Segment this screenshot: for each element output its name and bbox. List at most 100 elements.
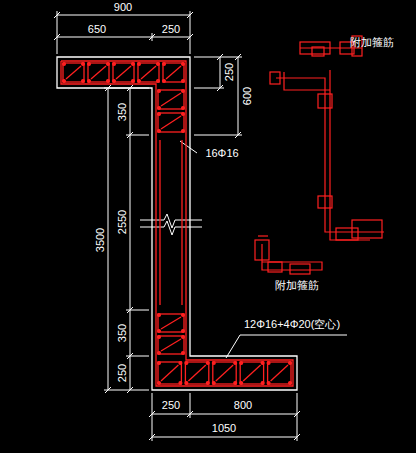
hollow-hatch	[91, 66, 106, 79]
stirrup-leg	[262, 244, 322, 270]
hollow-hatch	[188, 365, 205, 381]
rebar-bar	[63, 63, 66, 66]
hollow-cell	[113, 63, 134, 82]
rebar-bar	[138, 80, 141, 83]
rebar-bar	[138, 63, 141, 66]
rebar-bar	[182, 352, 185, 355]
dimension-text: 650	[88, 24, 106, 35]
dimension-line	[152, 414, 297, 415]
rebar-bar	[158, 90, 161, 93]
rebar-bar	[113, 63, 116, 66]
hollow-cell	[213, 362, 236, 384]
rebar-bar	[132, 80, 135, 83]
dimension-tick	[149, 34, 155, 40]
extension-line	[126, 310, 149, 311]
hollow-hatch	[161, 365, 178, 381]
hollow-cell	[163, 63, 184, 82]
rebar-bar	[88, 63, 91, 66]
rebar-bar	[82, 63, 85, 66]
hollow-cell	[158, 113, 184, 132]
extension-line	[194, 57, 242, 58]
wall-outline	[57, 57, 297, 390]
rebar-bar	[182, 330, 185, 333]
hollow-cell	[63, 63, 84, 82]
rebar-callout: 16Φ16	[205, 148, 238, 159]
hollow-hatch	[161, 339, 181, 351]
dimension-text: 250	[162, 400, 180, 411]
rebar-bar	[182, 63, 185, 66]
stirrup-tie	[290, 264, 310, 274]
rebar-bar	[185, 362, 188, 365]
hollow-hatch	[116, 66, 131, 79]
detail-label: 附加箍筋	[275, 280, 319, 291]
rebar-bar	[289, 362, 292, 365]
hollow-hatch	[161, 317, 181, 329]
stirrup-leg	[330, 70, 370, 240]
hollow-cell	[88, 63, 109, 82]
hollow-cell	[158, 90, 184, 109]
hollow-hatch	[66, 66, 81, 79]
extension-line	[194, 88, 224, 89]
rebar-bar	[107, 63, 110, 66]
rebar-bar	[240, 362, 243, 365]
rebar-bar	[158, 382, 161, 385]
rebar-bar	[132, 63, 135, 66]
rebar-bar	[261, 362, 264, 365]
hollow-hatch	[141, 66, 156, 79]
extension-line	[152, 393, 153, 441]
hollow-cell	[158, 314, 184, 332]
stirrup-leg	[258, 235, 268, 236]
rebar-layout	[61, 61, 293, 386]
rebar-bar	[212, 382, 215, 385]
rebar-bar	[82, 80, 85, 83]
rebar-bar	[182, 80, 185, 83]
hollow-cell	[158, 336, 184, 354]
break-line	[140, 221, 202, 235]
rebar-bar	[158, 130, 161, 133]
rebar-bar	[185, 382, 188, 385]
rebar-bar	[182, 90, 185, 93]
rebar-bar	[182, 314, 185, 317]
rebar-bar	[179, 362, 182, 365]
rebar-bar	[182, 336, 185, 339]
dimension-text: 350	[117, 324, 128, 342]
hollow-hatch	[161, 116, 181, 129]
dimension-text: 1050	[212, 423, 236, 434]
dimension-line	[108, 88, 109, 390]
hollow-hatch	[166, 66, 181, 79]
rebar-bar	[158, 352, 161, 355]
rebar-bar	[206, 382, 209, 385]
break-line	[140, 214, 202, 228]
dimension-text: 600	[242, 87, 253, 105]
rebar-bar	[212, 362, 215, 365]
stirrup-loop	[61, 61, 293, 386]
dimension-line	[238, 57, 239, 135]
rebar-bar	[163, 63, 166, 66]
rebar-bar	[267, 382, 270, 385]
extension-line	[57, 11, 58, 54]
dimension-line	[57, 37, 190, 38]
dimension-text: 800	[234, 400, 252, 411]
rebar-bar	[182, 107, 185, 110]
rebar-bar	[158, 336, 161, 339]
rebar-bar	[234, 362, 237, 365]
extension-line	[126, 135, 149, 136]
dimension-text: 250	[162, 24, 180, 35]
hollow-hatch	[243, 365, 260, 381]
rebar-bar	[234, 382, 237, 385]
hollow-cell	[138, 63, 159, 82]
rebar-bar	[206, 362, 209, 365]
rebar-bar	[158, 314, 161, 317]
hollow-cell	[185, 362, 208, 384]
rebar-bar	[158, 113, 161, 116]
rebar-bar	[158, 362, 161, 365]
stirrup-leg	[284, 72, 330, 90]
dimension-line	[220, 57, 221, 88]
extension-line	[190, 393, 191, 418]
dimension-lines	[54, 11, 347, 441]
rebar-bar	[158, 107, 161, 110]
extension-line	[190, 11, 191, 54]
